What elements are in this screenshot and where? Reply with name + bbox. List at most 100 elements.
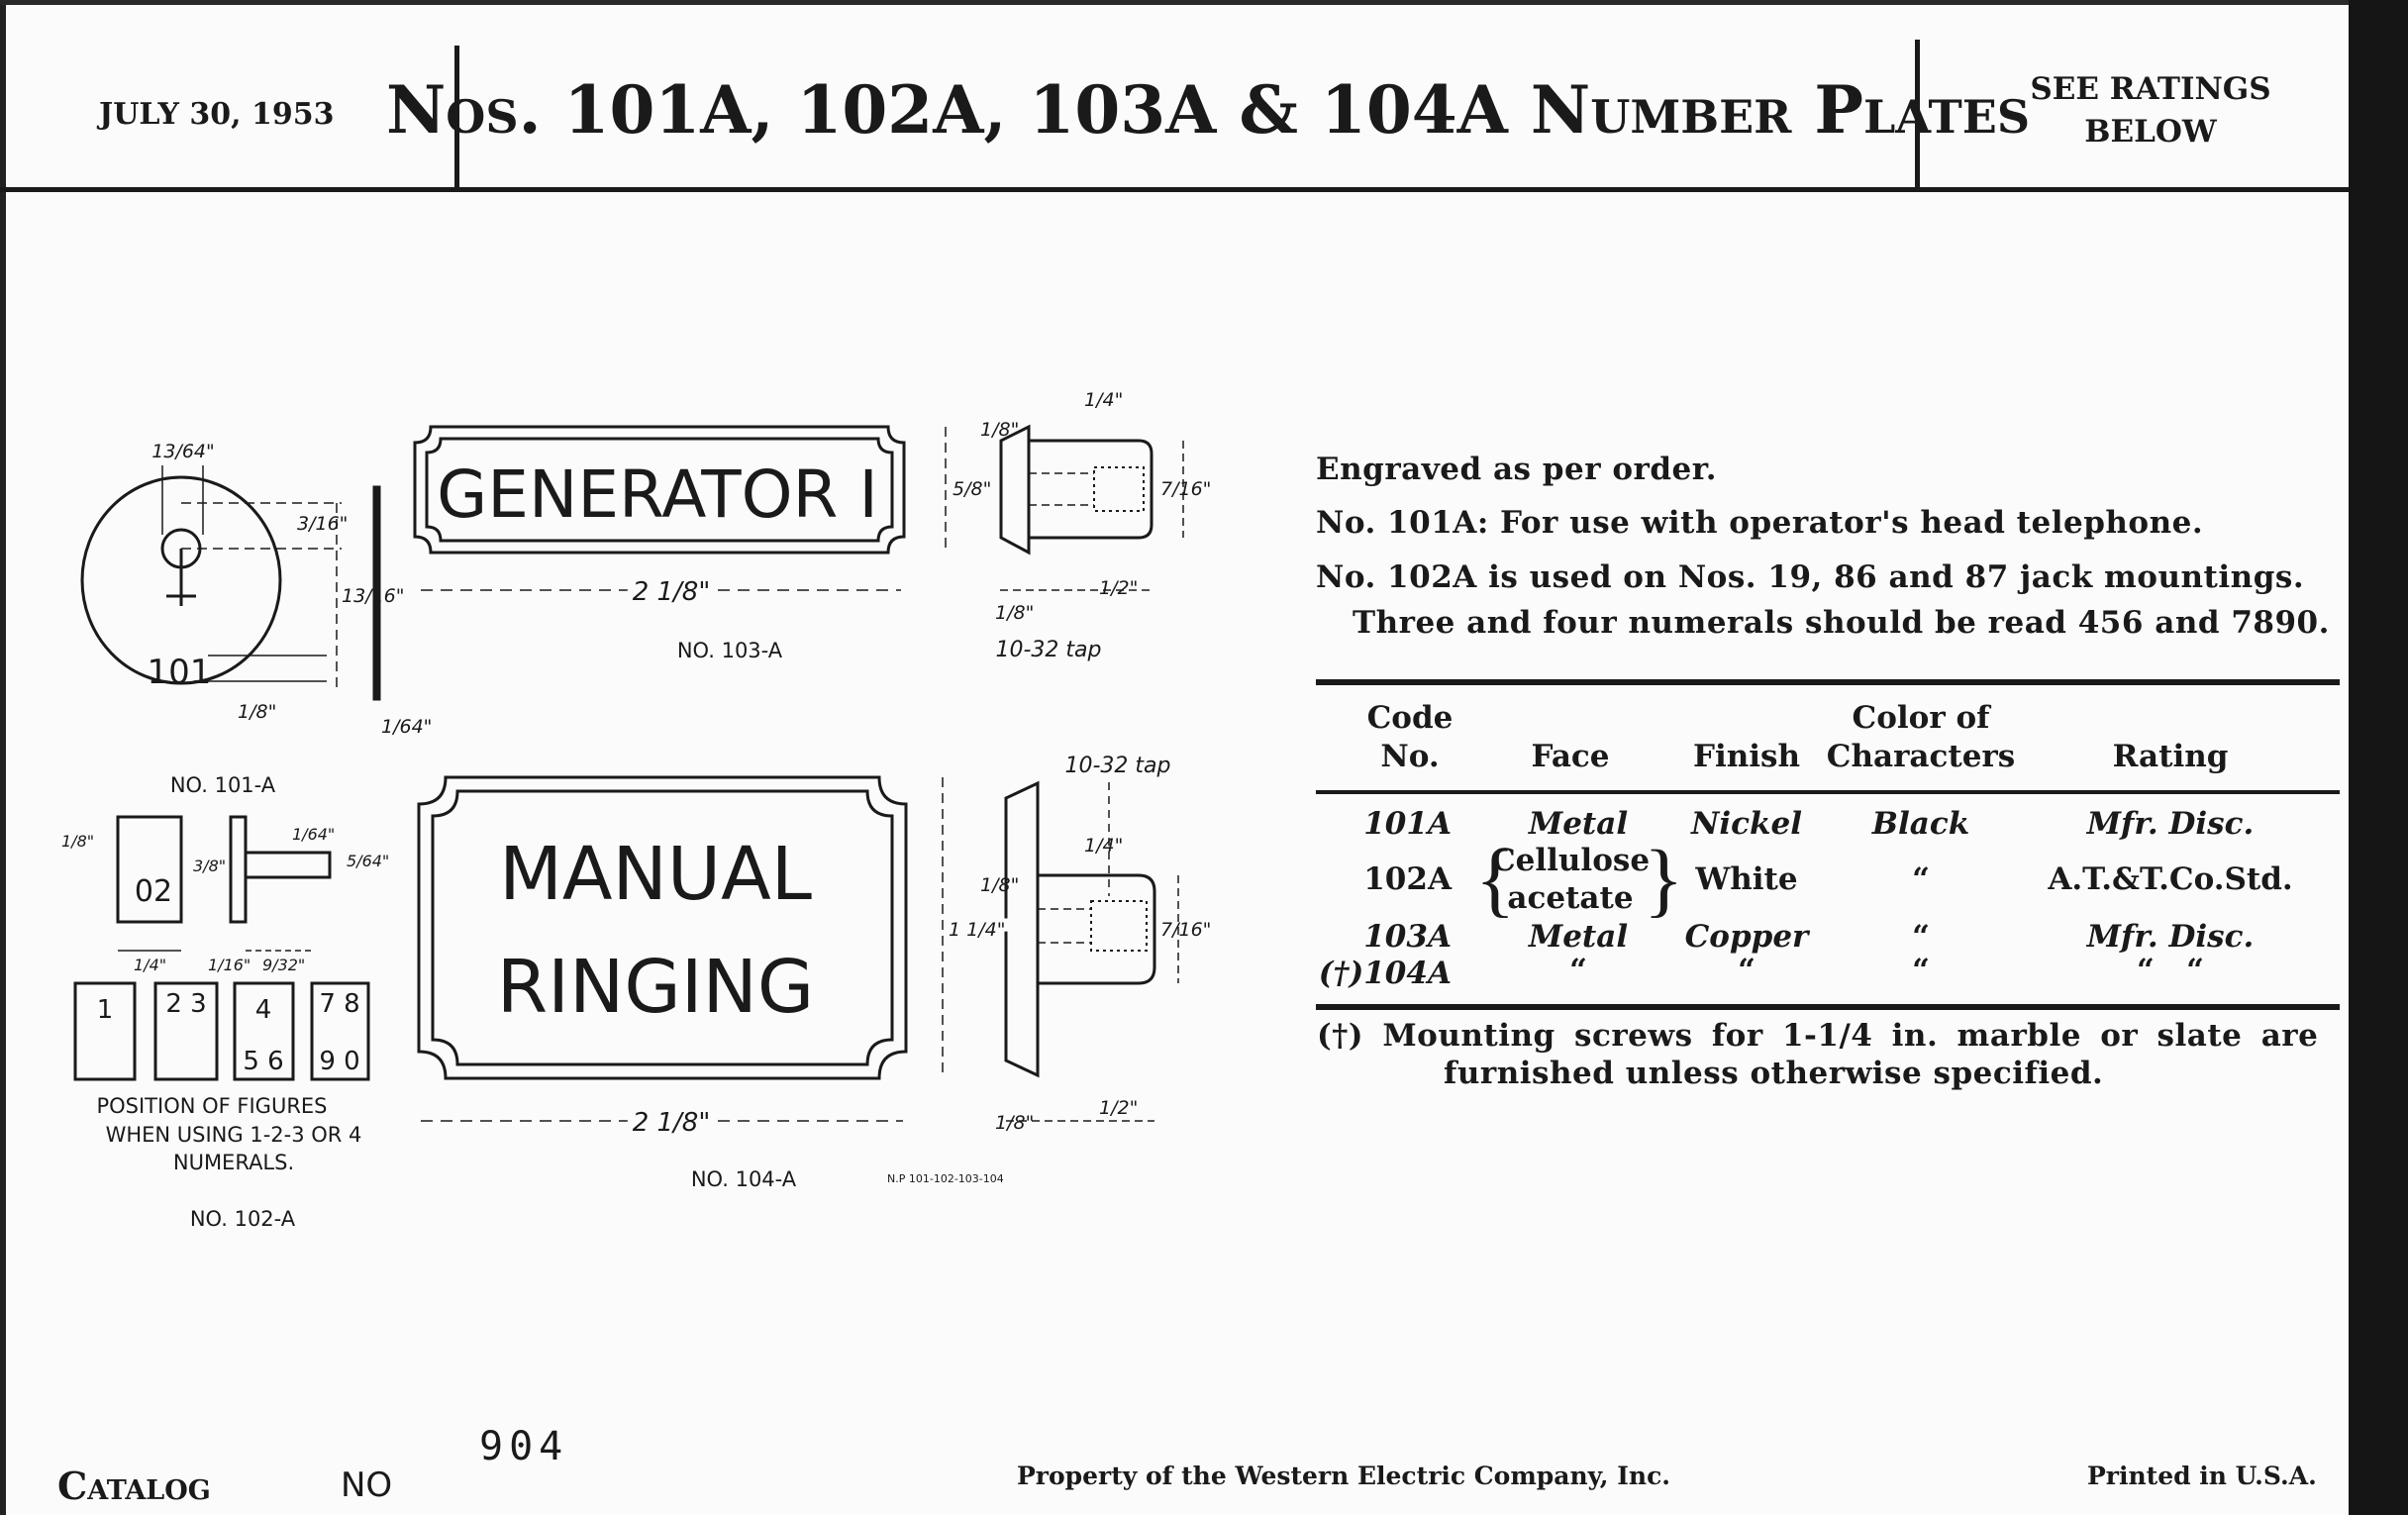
cell-face: Metal bbox=[1528, 919, 1629, 955]
dim-label: 1/8" bbox=[980, 419, 1019, 441]
plate-101-edge bbox=[372, 485, 381, 701]
plate-103-outline bbox=[413, 425, 906, 555]
header-date: JULY 30, 1953 bbox=[99, 97, 335, 132]
header-face: Face bbox=[1531, 739, 1610, 774]
plate-101-number: 101 bbox=[148, 653, 212, 692]
dim-label: 9/32" bbox=[262, 956, 305, 974]
header-rule bbox=[0, 187, 2349, 192]
dim-label: 2 1/8" bbox=[633, 577, 711, 607]
dim-label: 7/16" bbox=[1160, 478, 1211, 500]
dim-label: 1/8" bbox=[238, 701, 276, 723]
plate-104-outline bbox=[417, 775, 908, 1080]
plate-104-side bbox=[1004, 780, 1040, 1078]
cell-rating: Mfr. Disc. bbox=[2086, 806, 2255, 842]
dim-label: 1 1/4" bbox=[949, 919, 1005, 941]
position-figure: 9 0 bbox=[319, 1047, 359, 1076]
dim-label: 1/4" bbox=[1084, 835, 1123, 857]
header-code: Code No. bbox=[1367, 699, 1454, 776]
cell-color: “ bbox=[1912, 861, 1930, 897]
dim-label: 1/8" bbox=[61, 832, 94, 851]
screw-body bbox=[1029, 439, 1154, 540]
cell-rating: “ “ bbox=[2136, 953, 2205, 988]
header-rating: Rating bbox=[2112, 739, 2229, 774]
header-divider-left bbox=[454, 46, 459, 190]
dim-label: 1/8" bbox=[980, 874, 1019, 896]
drawing-102a bbox=[73, 815, 370, 1081]
cell-face-line2: acetate bbox=[1507, 880, 1634, 916]
property-notice: Property of the Western Electric Company… bbox=[1016, 1462, 1671, 1490]
cell-code: (†)104A bbox=[1318, 956, 1452, 991]
plate-102-front bbox=[116, 815, 183, 924]
description-line: Three and four numerals should be read 4… bbox=[1353, 605, 2330, 641]
dim-label: 2 1/8" bbox=[633, 1108, 711, 1138]
cell-rating: A.T.&T.Co.Std. bbox=[2048, 861, 2293, 897]
scan-edge-left bbox=[0, 0, 6, 1515]
cell-code: 103A bbox=[1363, 919, 1452, 955]
catalog-label: Catalog bbox=[57, 1464, 211, 1508]
position-figure: 4 bbox=[255, 995, 272, 1025]
header-color-line1: Color of bbox=[1852, 700, 1990, 736]
plate-102-number: 02 bbox=[135, 874, 172, 909]
caption-103a: NO. 103-A bbox=[677, 639, 783, 662]
position-figure: 5 6 bbox=[243, 1047, 283, 1076]
brace-left: { bbox=[1475, 834, 1516, 926]
description-line: Engraved as per order. bbox=[1316, 452, 1718, 487]
position-figure: 7 8 bbox=[319, 989, 359, 1019]
dim-label: 13/16" bbox=[342, 585, 405, 607]
cell-face: Cellulose acetate bbox=[1491, 842, 1650, 917]
header-color: Color of Characters bbox=[1827, 699, 2015, 776]
cell-rating: Mfr. Disc. bbox=[2086, 919, 2255, 955]
drawing-103a bbox=[413, 424, 1184, 591]
cell-face: Metal bbox=[1528, 806, 1629, 842]
caption-102a: NO. 102-A bbox=[190, 1207, 296, 1231]
caption-101a: NO. 101-A bbox=[170, 773, 276, 797]
header-code-line2: No. bbox=[1380, 739, 1440, 774]
dim-label: 1/64" bbox=[292, 825, 335, 844]
dim-label: 5/64" bbox=[347, 852, 389, 870]
table-bottom-rule bbox=[1316, 1004, 2340, 1010]
scan-edge-right bbox=[2349, 0, 2408, 1515]
cell-code: 102A bbox=[1363, 861, 1452, 897]
cell-color: Black bbox=[1871, 806, 1970, 842]
plate-104-text-line2: RINGING bbox=[497, 945, 814, 1030]
dim-label: 3/8" bbox=[193, 857, 226, 875]
plate-102-side bbox=[229, 815, 248, 924]
drawing-101a bbox=[80, 465, 381, 701]
description-line: No. 102A is used on Nos. 19, 86 and 87 j… bbox=[1316, 559, 2305, 595]
cell-face: “ bbox=[1569, 953, 1587, 988]
dim-label: 7/16" bbox=[1160, 919, 1211, 941]
catalog-no-label: NO bbox=[341, 1465, 393, 1505]
plate-104-text-line1: MANUAL bbox=[499, 832, 812, 917]
cell-finish: White bbox=[1695, 861, 1798, 897]
footnote-line1: (†) Mounting screws for 1-1/4 in. marble… bbox=[1317, 1018, 2319, 1054]
tap-label: 10-32 tap bbox=[1065, 754, 1171, 778]
position-note-line3: NUMERALS. bbox=[173, 1151, 294, 1174]
cell-finish: Copper bbox=[1684, 919, 1809, 955]
ratings-note-line2: BELOW bbox=[2084, 114, 2217, 150]
dim-label: 13/64" bbox=[151, 441, 215, 462]
dim-label: 1/2" bbox=[1099, 1097, 1138, 1119]
dim-label: 1/4" bbox=[134, 956, 166, 974]
caption-104a: NO. 104-A bbox=[691, 1167, 797, 1191]
position-box-2 bbox=[153, 981, 219, 1081]
plate-102-stud bbox=[244, 851, 332, 879]
position-box-4 bbox=[310, 981, 370, 1081]
tap-label: 10-32 tap bbox=[996, 638, 1102, 662]
header-divider-right bbox=[1915, 40, 1920, 190]
ratings-note-line1: SEE RATINGS bbox=[2030, 71, 2271, 107]
plate-101-outline bbox=[80, 475, 282, 685]
dim-label: 1/2" bbox=[1099, 577, 1138, 599]
page-title: Nos. 101A, 102A, 103A & 104A Number Plat… bbox=[385, 71, 2031, 149]
position-box-1 bbox=[73, 981, 137, 1081]
description-line: No. 101A: For use with operator's head t… bbox=[1316, 505, 2204, 541]
dim-label: 5/8" bbox=[953, 478, 991, 500]
cell-face-line1: Cellulose bbox=[1490, 843, 1651, 878]
cell-code: 101A bbox=[1363, 806, 1452, 842]
header-code-line1: Code bbox=[1366, 700, 1454, 736]
dim-label: 1/4" bbox=[1084, 389, 1123, 411]
header-finish: Finish bbox=[1692, 739, 1801, 774]
dim-label: 1/8" bbox=[995, 1112, 1034, 1134]
drawing-104a bbox=[417, 775, 1179, 1122]
scan-edge-top bbox=[0, 0, 2349, 5]
